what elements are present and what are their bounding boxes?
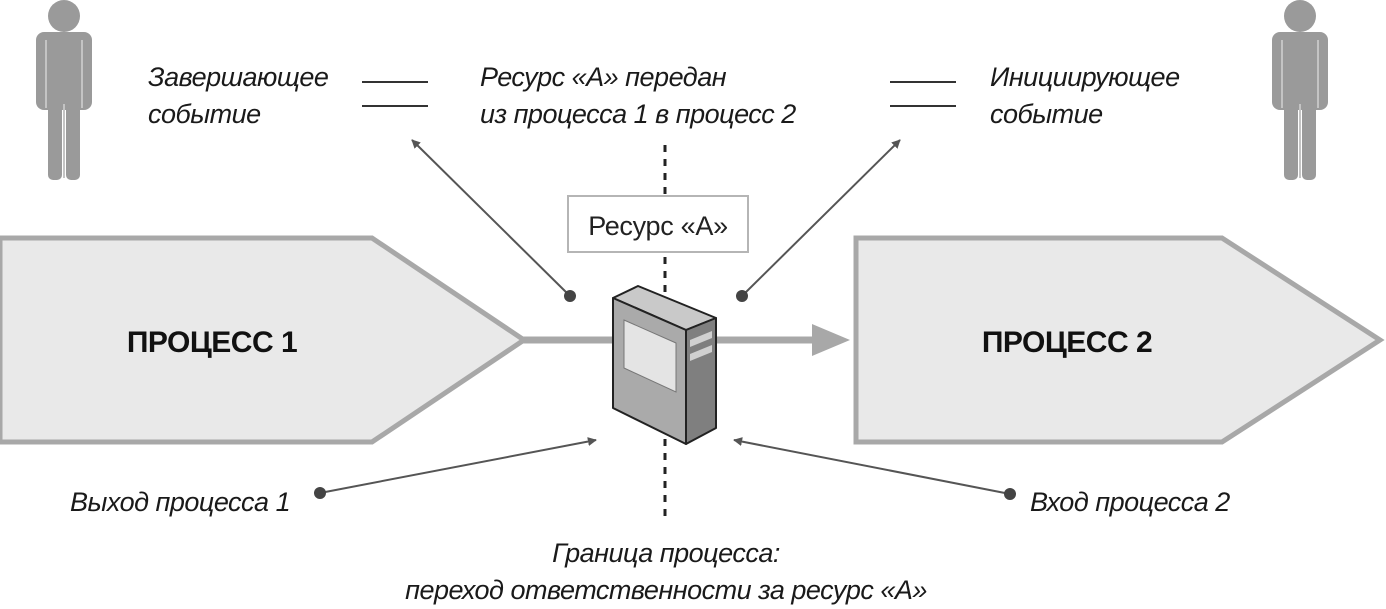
process-1-shape bbox=[0, 235, 529, 445]
initiating-event-label-line2: событие bbox=[990, 99, 1103, 129]
arrow-dot-initiating bbox=[736, 290, 748, 302]
pointer-arrows bbox=[314, 139, 1016, 500]
right-person-icon bbox=[1272, 0, 1328, 180]
transfer-label-line1: Ресурс «А» передан bbox=[480, 62, 727, 92]
arrow-dot-input-2 bbox=[1004, 488, 1016, 500]
arrow-to-terminating-event bbox=[411, 139, 571, 297]
arrow-from-output-1 bbox=[319, 437, 597, 494]
server-icon bbox=[612, 285, 717, 445]
process-1-title: ПРОЦЕСС 1 bbox=[127, 326, 297, 359]
right-person-details bbox=[1281, 40, 1319, 178]
output-process-1-label: Выход процесса 1 bbox=[70, 487, 290, 517]
flow-arrowhead bbox=[812, 324, 850, 356]
arrow-dot-terminating bbox=[564, 290, 576, 302]
left-person-details bbox=[45, 40, 83, 178]
terminating-event-label-line2: событие bbox=[148, 99, 261, 129]
process-2-title: ПРОЦЕСС 2 bbox=[982, 326, 1152, 359]
boundary-label-line2: переход ответственности за ресурс «А» bbox=[405, 575, 927, 605]
process-2-shape bbox=[853, 235, 1385, 445]
initiating-event-label-line1: Инициирующее bbox=[990, 62, 1180, 92]
terminating-event-label-line1: Завершающее bbox=[148, 62, 329, 92]
arrow-dot-output-1 bbox=[314, 487, 326, 499]
input-process-2-label: Вход процесса 2 bbox=[1030, 487, 1230, 517]
boundary-label-line1: Граница процесса: bbox=[552, 538, 780, 568]
transfer-label-line2: из процесса 1 в процесс 2 bbox=[480, 99, 796, 129]
resource-box-label: Ресурс «А» bbox=[588, 211, 728, 241]
arrow-from-input-2 bbox=[733, 437, 1011, 495]
resource-box bbox=[567, 195, 749, 253]
left-person-icon bbox=[36, 0, 92, 180]
arrow-to-initiating-event bbox=[741, 139, 901, 297]
